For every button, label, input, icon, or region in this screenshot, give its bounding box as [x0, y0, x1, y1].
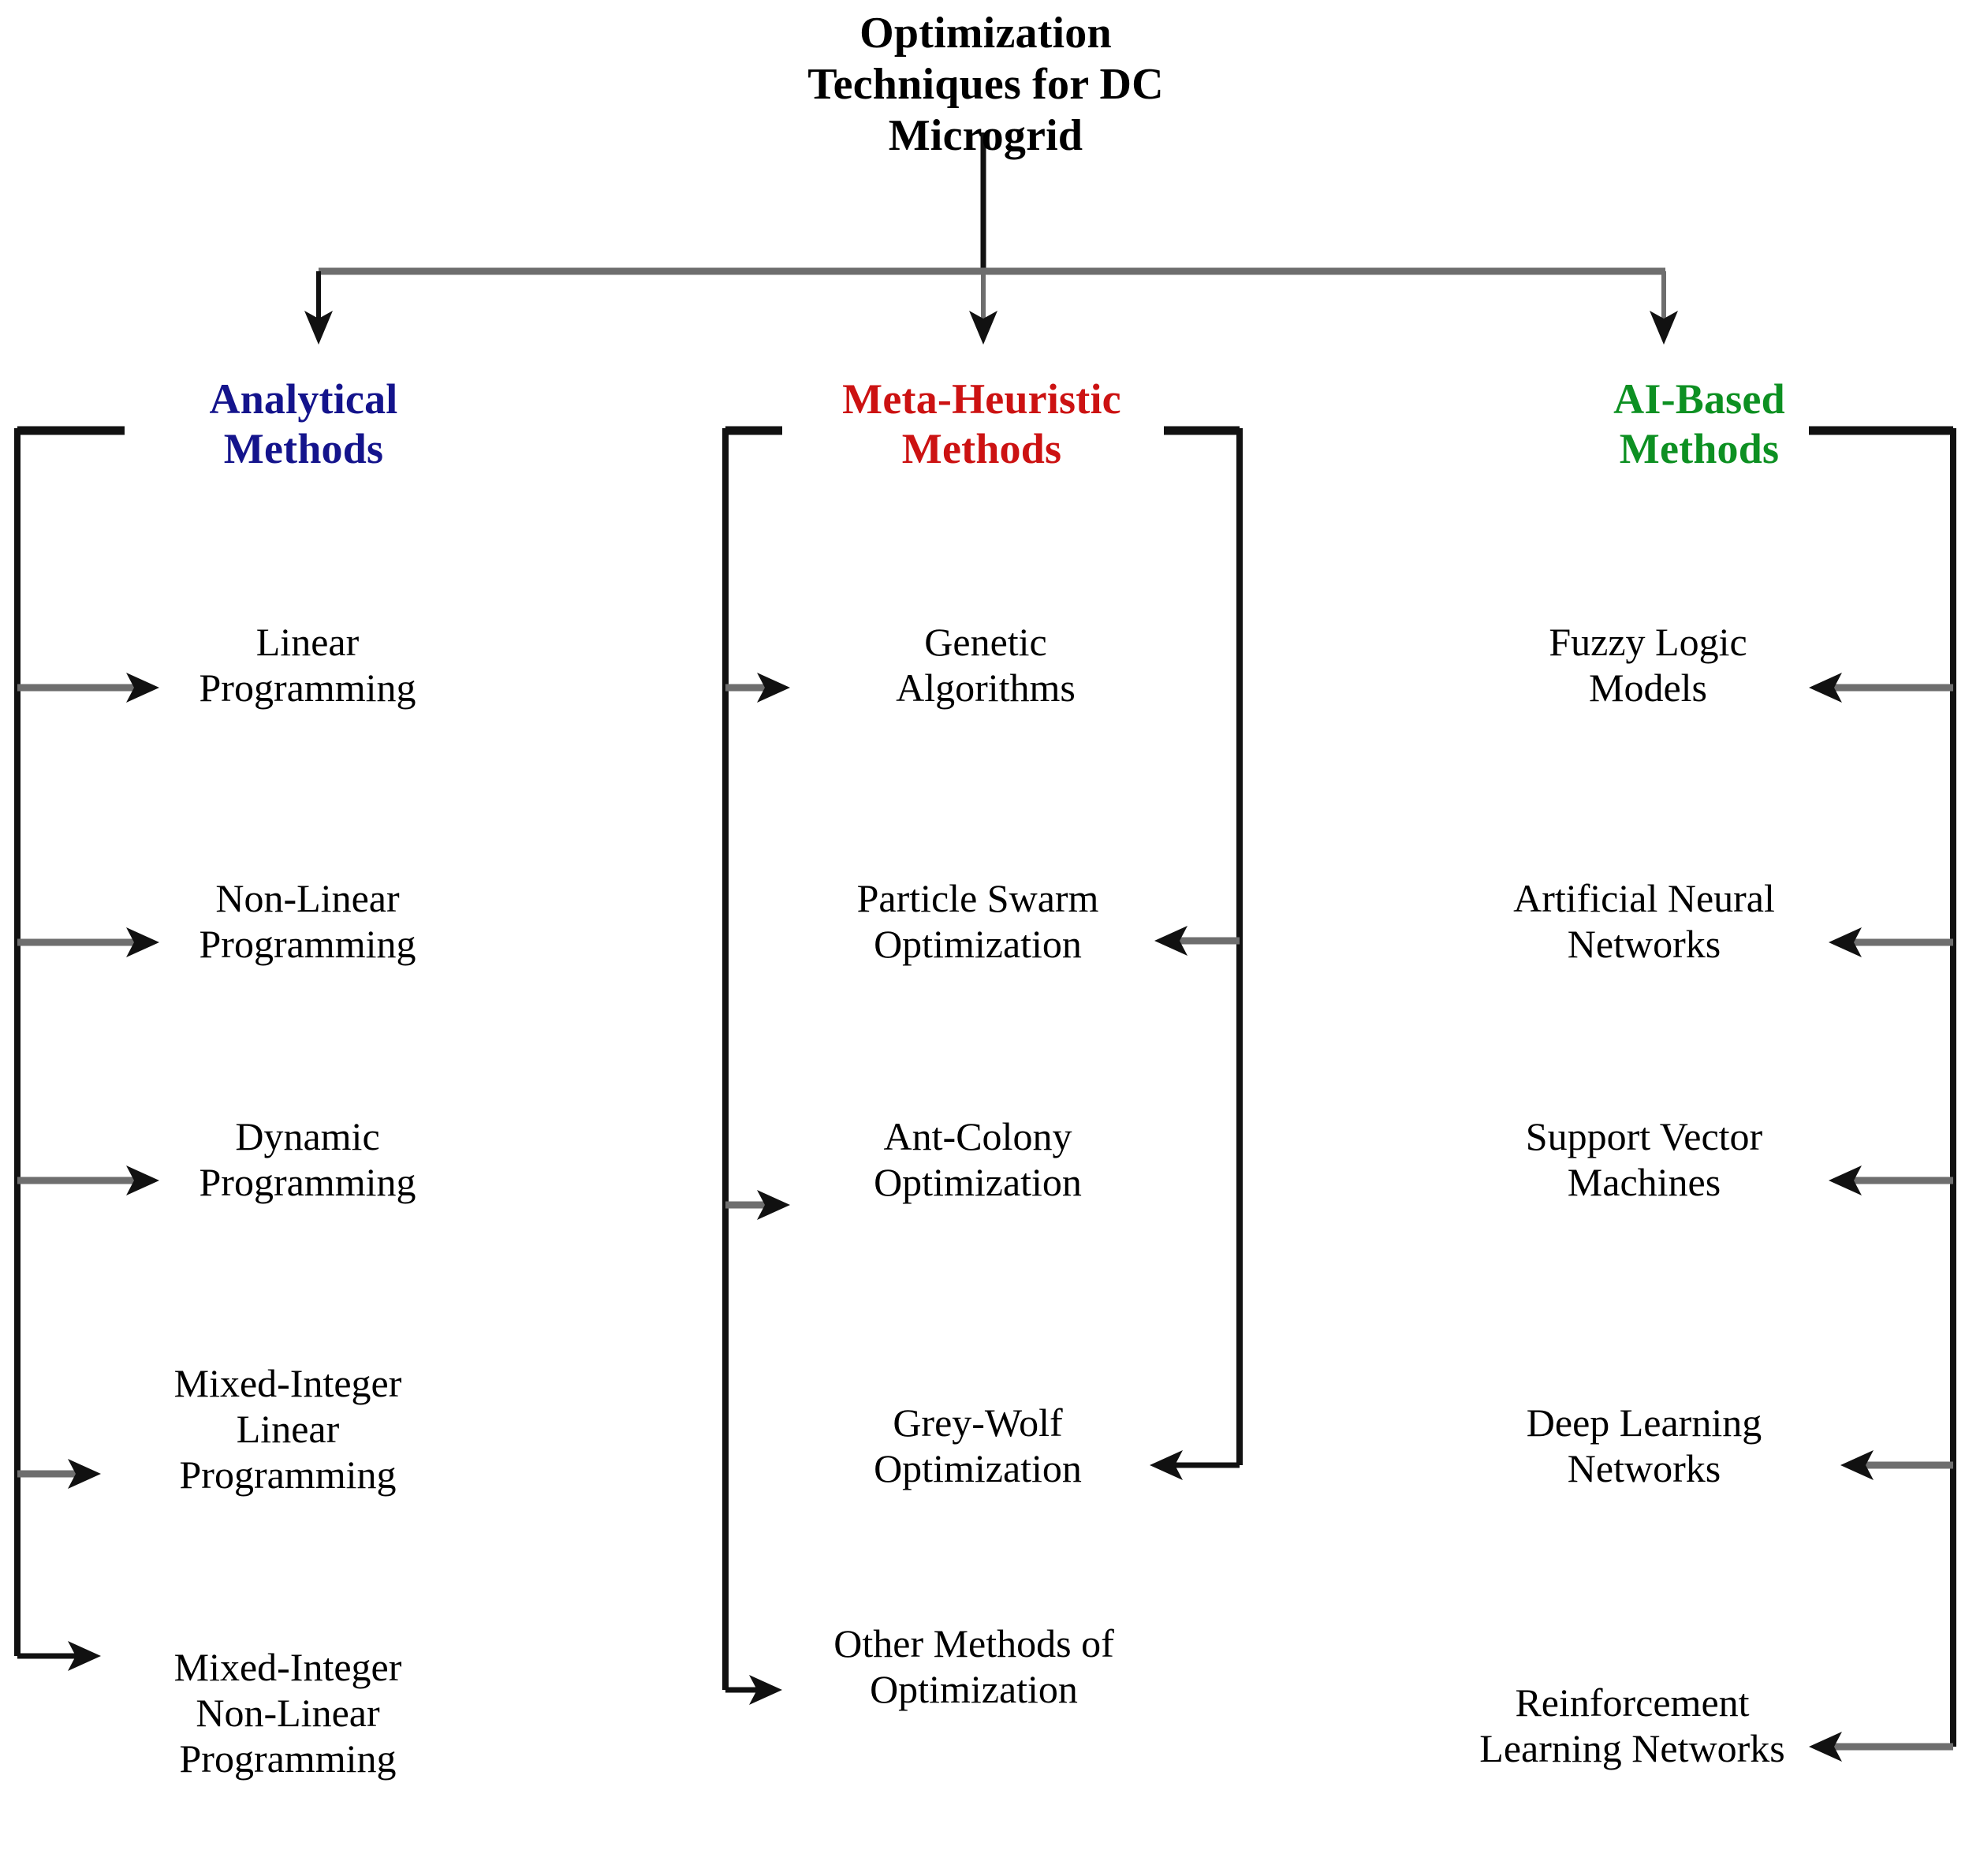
bracket-meta-right [1164, 426, 1243, 1465]
leaf-ai-support-vector-machines[interactable]: Support Vector Machines [1525, 1114, 1763, 1204]
arrow-down-ai-based [1650, 271, 1678, 345]
leaf-meta-particle-swarm-optimization[interactable]: Particle Swarm Optimization [856, 876, 1099, 966]
arrow-meta-1 [725, 673, 790, 703]
leaf-analytical-non-linear-programming[interactable]: Non-Linear Programming [199, 876, 416, 966]
category-title-meta-heuristic[interactable]: Meta-Heuristic Methods [842, 375, 1121, 472]
arrow-ai-3 [1829, 1166, 1953, 1195]
leaf-meta-genetic-algorithms[interactable]: Genetic Algorithms [896, 620, 1076, 710]
bracket-meta-left [722, 426, 782, 1690]
leaf-ai-fuzzy-logic-models[interactable]: Fuzzy Logic Models [1549, 620, 1747, 710]
leaf-meta-grey-wolf-optimization[interactable]: Grey-Wolf Optimization [874, 1400, 1082, 1490]
leaf-meta-other-methods-of-optimization[interactable]: Other Methods of Optimization [833, 1621, 1114, 1711]
arrow-analytical-4 [17, 1459, 101, 1489]
arrow-down-meta-heuristic [969, 271, 997, 345]
arrow-down-analytical [304, 271, 333, 345]
arrow-ai-4 [1840, 1450, 1953, 1480]
leaf-ai-deep-learning-networks[interactable]: Deep Learning Networks [1526, 1400, 1762, 1490]
leaf-analytical-mixed-integer-linear-programming[interactable]: Mixed-Integer Linear Programming [173, 1361, 402, 1497]
arrow-analytical-2 [17, 927, 159, 957]
arrow-analytical-1 [17, 673, 159, 703]
arrow-analytical-5 [17, 1641, 101, 1671]
leaf-meta-ant-colony-optimization[interactable]: Ant-Colony Optimization [874, 1114, 1082, 1204]
category-title-analytical[interactable]: Analytical Methods [209, 375, 398, 472]
leaf-analytical-linear-programming[interactable]: Linear Programming [199, 620, 416, 710]
arrow-analytical-3 [17, 1166, 159, 1195]
bracket-ai [1809, 426, 1956, 1747]
arrow-meta-2 [1154, 926, 1240, 956]
leaf-ai-artificial-neural-networks[interactable]: Artificial Neural Networks [1513, 876, 1775, 966]
root-title: Optimization Techniques for DC Microgrid [807, 9, 1164, 160]
leaf-analytical-dynamic-programming[interactable]: Dynamic Programming [199, 1114, 416, 1204]
arrow-meta-4 [1150, 1450, 1240, 1480]
arrow-ai-1 [1809, 673, 1953, 703]
leaf-ai-reinforcement-learning-networks[interactable]: Reinforcement Learning Networks [1479, 1680, 1785, 1770]
arrow-meta-3 [725, 1190, 790, 1220]
arrow-ai-2 [1829, 927, 1953, 957]
category-title-ai-based[interactable]: AI-Based Methods [1613, 375, 1785, 472]
arrow-ai-5 [1809, 1732, 1953, 1762]
leaf-analytical-mixed-integer-non-linear-programming[interactable]: Mixed-Integer Non-Linear Programming [173, 1645, 402, 1781]
arrow-meta-5 [725, 1675, 782, 1705]
